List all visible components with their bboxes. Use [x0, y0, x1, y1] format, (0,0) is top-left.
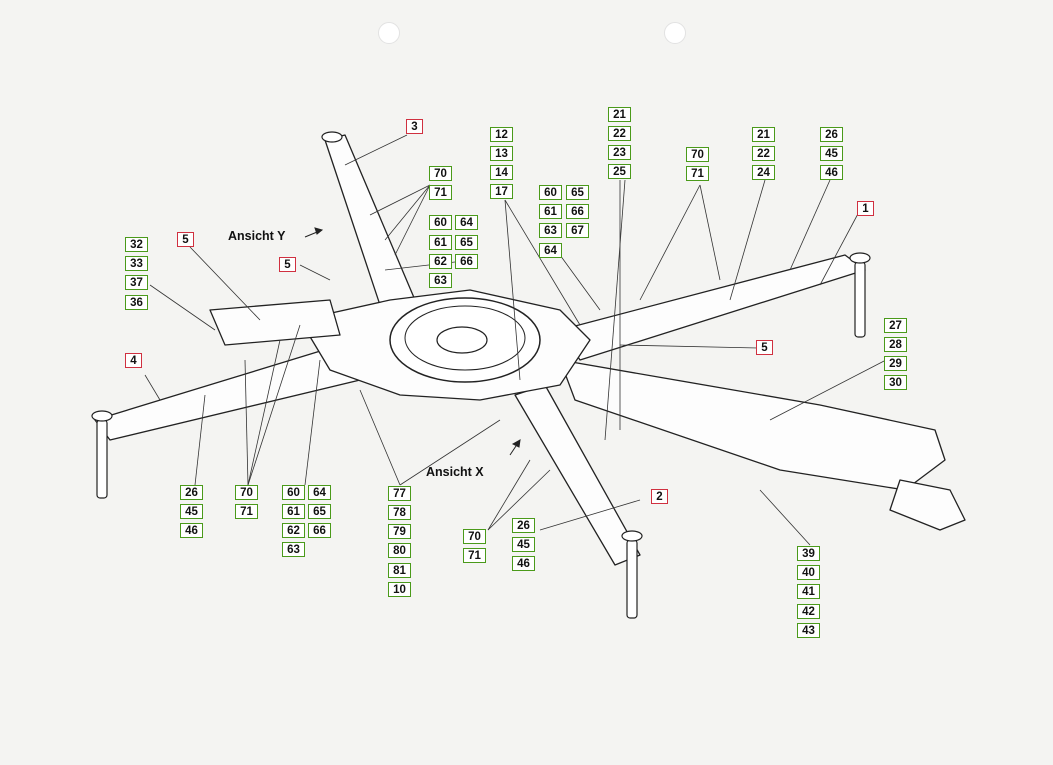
- part-callout: 29: [884, 356, 907, 371]
- part-callout: 26: [180, 485, 203, 500]
- part-callout: 28: [884, 337, 907, 352]
- part-callout: 66: [455, 254, 478, 269]
- part-callout: 66: [566, 204, 589, 219]
- left-extension: [209, 299, 341, 346]
- part-callout: 12: [490, 127, 513, 142]
- part-callout: 45: [820, 146, 843, 161]
- view-label-x: Ansicht X: [426, 465, 484, 479]
- part-callout: 61: [282, 504, 305, 519]
- part-callout: 81: [388, 563, 411, 578]
- part-callout: 10: [388, 582, 411, 597]
- part-callout: 27: [884, 318, 907, 333]
- part-callout: 46: [512, 556, 535, 571]
- part-callout: 71: [429, 185, 452, 200]
- jack-pad-3: [321, 131, 343, 143]
- jack-leg-4: [96, 419, 108, 499]
- part-callout: 22: [752, 146, 775, 161]
- view-label-y: Ansicht Y: [228, 229, 286, 243]
- rear-support: [889, 479, 966, 531]
- outrigger-arm-3: [324, 134, 416, 321]
- part-callout: 63: [282, 542, 305, 557]
- part-callout: 30: [884, 375, 907, 390]
- part-callout: 24: [752, 165, 775, 180]
- jack-pad-1: [849, 252, 871, 264]
- part-callout: 32: [125, 237, 148, 252]
- undercarriage-frame: [559, 359, 946, 491]
- assembly-callout: 4: [125, 353, 142, 368]
- part-callout: 79: [388, 524, 411, 539]
- part-callout: 70: [235, 485, 258, 500]
- part-callout: 46: [180, 523, 203, 538]
- part-callout: 26: [512, 518, 535, 533]
- part-callout: 33: [125, 256, 148, 271]
- outrigger-arm-1: [559, 254, 866, 361]
- part-callout: 62: [282, 523, 305, 538]
- part-callout: 17: [490, 184, 513, 199]
- part-callout: 26: [820, 127, 843, 142]
- part-callout: 78: [388, 505, 411, 520]
- part-callout: 42: [797, 604, 820, 619]
- assembly-callout: 5: [756, 340, 773, 355]
- part-callout: 80: [388, 543, 411, 558]
- part-callout: 62: [429, 254, 452, 269]
- part-callout: 71: [463, 548, 486, 563]
- part-callout: 39: [797, 546, 820, 561]
- part-callout: 22: [608, 126, 631, 141]
- part-callout: 43: [797, 623, 820, 638]
- part-callout: 21: [752, 127, 775, 142]
- part-callout: 61: [539, 204, 562, 219]
- slewing-ring-inner: [436, 326, 488, 354]
- jack-leg-1: [854, 261, 866, 338]
- part-callout: 65: [455, 235, 478, 250]
- part-callout: 45: [180, 504, 203, 519]
- assembly-callout: 1: [857, 201, 874, 216]
- part-callout: 70: [686, 147, 709, 162]
- part-callout: 65: [566, 185, 589, 200]
- part-callout: 71: [686, 166, 709, 181]
- part-callout: 70: [429, 166, 452, 181]
- part-callout: 41: [797, 584, 820, 599]
- assembly-callout: 5: [279, 257, 296, 272]
- part-callout: 60: [282, 485, 305, 500]
- part-callout: 77: [388, 486, 411, 501]
- part-callout: 46: [820, 165, 843, 180]
- jack-pad-4: [91, 410, 113, 422]
- jack-pad-2: [621, 530, 643, 542]
- part-callout: 13: [490, 146, 513, 161]
- part-callout: 60: [429, 215, 452, 230]
- punch-hole-left: [378, 22, 400, 44]
- part-callout: 67: [566, 223, 589, 238]
- part-callout: 65: [308, 504, 331, 519]
- part-callout: 64: [455, 215, 478, 230]
- part-callout: 63: [429, 273, 452, 288]
- part-callout: 60: [539, 185, 562, 200]
- part-callout: 36: [125, 295, 148, 310]
- part-callout: 64: [308, 485, 331, 500]
- punch-hole-right: [664, 22, 686, 44]
- part-callout: 63: [539, 223, 562, 238]
- part-callout: 71: [235, 504, 258, 519]
- part-callout: 61: [429, 235, 452, 250]
- part-callout: 25: [608, 164, 631, 179]
- part-callout: 64: [539, 243, 562, 258]
- part-callout: 21: [608, 107, 631, 122]
- part-callout: 40: [797, 565, 820, 580]
- part-callout: 37: [125, 275, 148, 290]
- part-callout: 23: [608, 145, 631, 160]
- part-callout: 14: [490, 165, 513, 180]
- part-callout: 70: [463, 529, 486, 544]
- jack-leg-2: [626, 539, 638, 619]
- assembly-callout: 3: [406, 119, 423, 134]
- assembly-callout: 5: [177, 232, 194, 247]
- part-callout: 66: [308, 523, 331, 538]
- part-callout: 45: [512, 537, 535, 552]
- assembly-callout: 2: [651, 489, 668, 504]
- slewing-ring-mid: [404, 305, 526, 371]
